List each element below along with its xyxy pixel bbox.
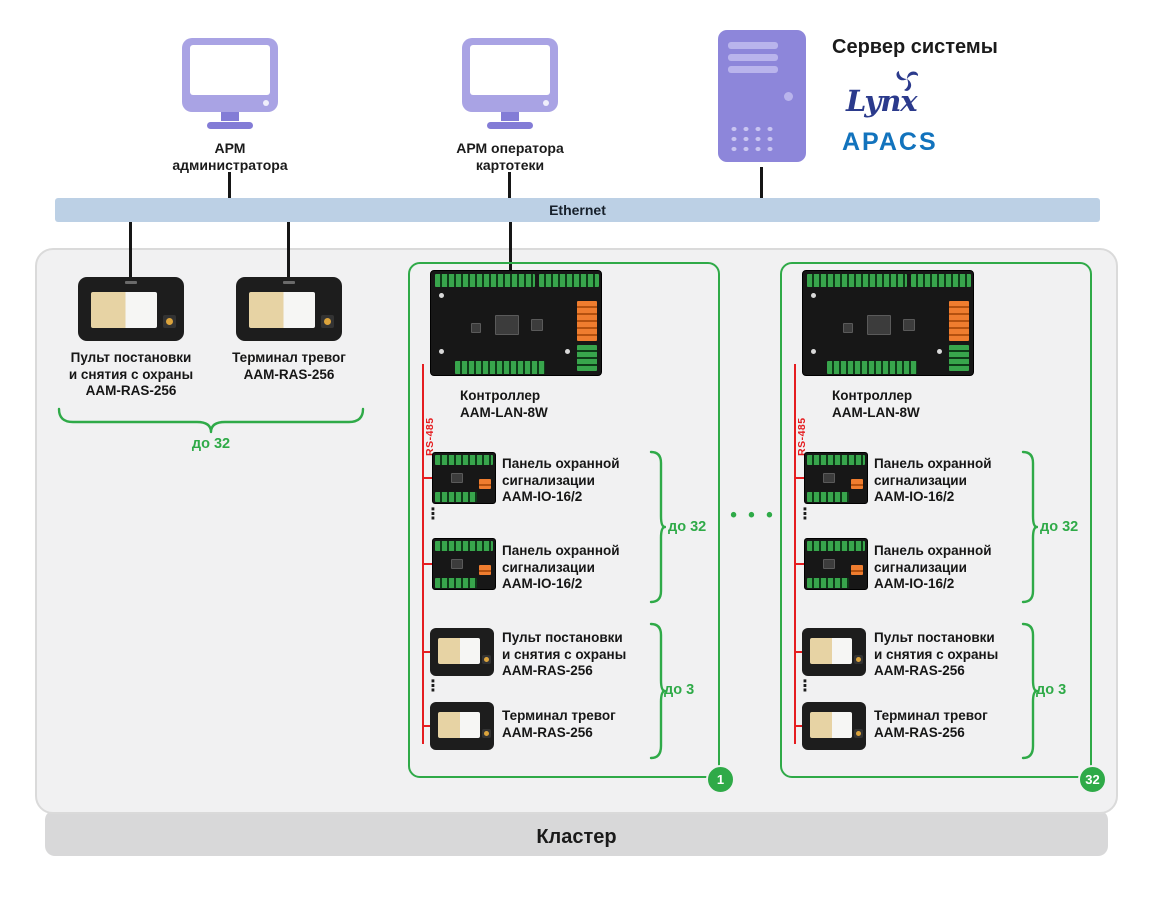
apacs-logo: APACS: [842, 128, 938, 156]
connector-line: [287, 222, 290, 278]
continuation-dots: ⋮: [425, 678, 441, 695]
ras-brace-label: до 3: [664, 682, 695, 698]
io-panel-label: Панель охранной сигнализации AAM-IO-16/2: [874, 543, 992, 591]
io-brace: [1021, 450, 1038, 604]
monitor-frame: [462, 38, 558, 112]
continuation-dots: ⋮: [797, 678, 813, 695]
monitor-frame: [182, 38, 278, 112]
controller-label: Контроллер AAM-LAN-8W: [832, 388, 920, 420]
controller-cluster-block-1: Контроллер AAM-LAN-8W RS-485 Панель охра…: [408, 262, 735, 794]
controller-board-image: [430, 270, 602, 376]
lynx-logo: Lynx: [846, 84, 918, 118]
rs485-bus-line: [794, 364, 796, 744]
io-brace-label: до 32: [1040, 519, 1079, 535]
io-panel-image: [804, 452, 868, 504]
block-badge: 1: [706, 765, 735, 794]
rs485-branch-line: [794, 725, 804, 727]
ras-console-image: [430, 628, 494, 676]
io-panel-image: [432, 452, 496, 504]
standalone-brace-label: до 32: [191, 436, 231, 452]
io-brace: [649, 450, 666, 604]
rs485-label: RS-485: [424, 417, 436, 456]
standalone-console-image: [78, 277, 184, 341]
rs485-branch-line: [422, 477, 432, 479]
standalone-console-label: Пульт постановки и снятия с охраны AAM-R…: [68, 350, 194, 398]
workstation-operator-label: АРМ оператора картотеки: [456, 140, 564, 173]
admin-workstation-monitor-icon: [182, 38, 278, 129]
server-label: Сервер системы: [832, 36, 998, 58]
cluster-label-bar: Кластер: [45, 810, 1108, 856]
ras-brace: [649, 622, 666, 760]
ethernet-label: Ethernet: [549, 202, 606, 218]
cluster-label: Кластер: [536, 825, 617, 848]
ras-brace-label: до 3: [1036, 682, 1067, 698]
controller-cluster-block-32: Контроллер AAM-LAN-8W RS-485 Панель охра…: [780, 262, 1107, 794]
rs485-branch-line: [794, 477, 804, 479]
alarm-terminal-image: [430, 702, 494, 750]
standalone-terminal-label: Терминал тревог AAM-RAS-256: [232, 350, 346, 382]
rs485-branch-line: [422, 563, 432, 565]
rs485-label: RS-485: [796, 417, 808, 456]
separator-dots: • • •: [730, 505, 776, 526]
rs485-branch-line: [422, 725, 432, 727]
rs485-branch-line: [794, 651, 804, 653]
controller-board-image: [802, 270, 974, 376]
server-tower-icon: [718, 30, 806, 162]
ras-brace: [1021, 622, 1038, 760]
rs485-branch-line: [422, 651, 432, 653]
rs485-bus-line: [422, 364, 424, 744]
io-panel-label: Панель охранной сигнализации AAM-IO-16/2: [874, 456, 992, 504]
ethernet-bar: Ethernet: [55, 198, 1100, 222]
standalone-brace: [57, 407, 365, 434]
connector-line: [228, 172, 231, 199]
connector-line: [129, 222, 132, 278]
continuation-dots: ⋮: [425, 506, 441, 523]
io-panel-image: [432, 538, 496, 590]
operator-workstation-monitor-icon: [462, 38, 558, 129]
alarm-terminal-label: Терминал тревог AAM-RAS-256: [874, 708, 988, 740]
rs485-branch-line: [794, 563, 804, 565]
io-panel-label: Панель охранной сигнализации AAM-IO-16/2: [502, 456, 620, 504]
connector-line: [508, 172, 511, 199]
controller-label: Контроллер AAM-LAN-8W: [460, 388, 548, 420]
standalone-terminal-image: [236, 277, 342, 341]
connector-line: [760, 167, 763, 199]
ras-console-label: Пульт постановки и снятия с охраны AAM-R…: [874, 630, 999, 678]
io-brace-label: до 32: [668, 519, 707, 535]
alarm-terminal-label: Терминал тревог AAM-RAS-256: [502, 708, 616, 740]
ras-console-image: [802, 628, 866, 676]
connector-line: [509, 222, 512, 270]
io-panel-label: Панель охранной сигнализации AAM-IO-16/2: [502, 543, 620, 591]
ras-console-label: Пульт постановки и снятия с охраны AAM-R…: [502, 630, 627, 678]
block-badge: 32: [1078, 765, 1107, 794]
lynx-swirl-icon: [896, 70, 919, 91]
alarm-terminal-image: [802, 702, 866, 750]
io-panel-image: [804, 538, 868, 590]
continuation-dots: ⋮: [797, 506, 813, 523]
workstation-admin-label: АРМ администратора: [172, 140, 288, 173]
